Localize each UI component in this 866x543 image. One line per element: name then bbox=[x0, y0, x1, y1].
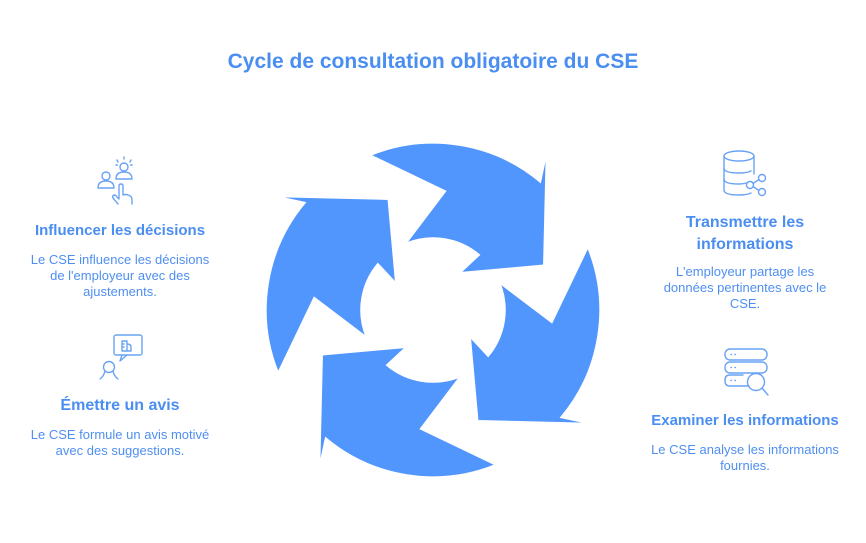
step-examiner: Examiner les informations Le CSE analyse… bbox=[650, 346, 840, 474]
step-heading: Émettre un avis bbox=[60, 397, 180, 414]
step-description: L'employeur partage les données pertinen… bbox=[663, 264, 827, 311]
arrow-top-right bbox=[368, 142, 548, 274]
step-transmettre: Transmettre les informations L'employeur… bbox=[650, 148, 840, 312]
server-search-icon bbox=[724, 348, 769, 396]
arrow-top-left bbox=[265, 195, 397, 375]
step-description: Le CSE influence les décisions de l'empl… bbox=[30, 252, 210, 299]
step-influencer: Influencer les décisions Le CSE influenc… bbox=[25, 156, 215, 300]
arrow-bottom-left bbox=[318, 346, 498, 478]
diagram-title: Cycle de consultation obligatoire du CSE bbox=[227, 50, 639, 73]
arrow-bottom-right bbox=[469, 245, 601, 425]
step-description: Le CSE analyse les informations fournies… bbox=[651, 442, 839, 473]
step-description: Le CSE formule un avis motivé avec des s… bbox=[30, 427, 210, 458]
step-heading: Examiner les informations bbox=[651, 412, 839, 429]
step-heading: Influencer les décisions bbox=[34, 222, 206, 239]
person-speech-bubble-icon bbox=[99, 334, 143, 380]
database-share-icon bbox=[723, 150, 767, 197]
step-emettre: Émettre un avis Le CSE formule un avis m… bbox=[25, 333, 215, 459]
step-heading: Transmettre les informations bbox=[685, 214, 805, 253]
people-pointing-icon bbox=[97, 156, 133, 205]
